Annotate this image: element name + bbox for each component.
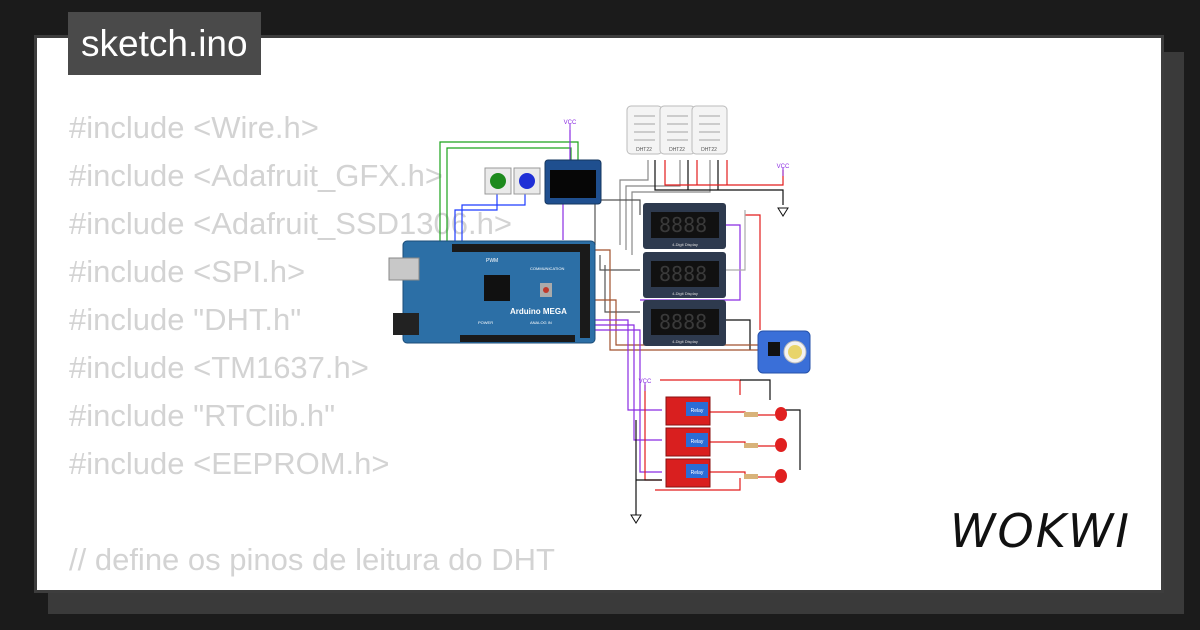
seven-segment-display: 8888 4-Digit Display [643, 203, 726, 249]
svg-text:DHT22: DHT22 [701, 147, 717, 153]
vcc-symbol: VCC [777, 164, 790, 176]
led-red [775, 438, 787, 452]
seven-segment-display: 8888 4-Digit Display [643, 252, 726, 298]
led-red [775, 469, 787, 483]
code-listing: #include <Wire.h> #include <Adafruit_GFX… [69, 104, 555, 590]
svg-text:8888: 8888 [659, 262, 707, 286]
dht22-sensor: DHT22 [626, 105, 663, 155]
dht22-sensor: DHT22 [659, 105, 696, 155]
resistor [744, 443, 758, 448]
code-line: #include "DHT.h" [69, 302, 302, 337]
svg-text:WOKWI: WOKWI [950, 504, 1131, 558]
svg-text:PWM: PWM [486, 258, 498, 264]
dht22-sensor: DHT22 [691, 105, 728, 155]
vcc-symbol: VCC [639, 379, 652, 391]
code-line: #include <Wire.h> [69, 110, 319, 145]
code-line: #include <SPI.h> [69, 254, 306, 289]
preview-card: #include <Wire.h> #include <Adafruit_GFX… [34, 35, 1164, 593]
svg-text:Relay: Relay [691, 408, 704, 414]
vcc-symbol: VCC [564, 120, 577, 132]
file-name-tag: sketch.ino [68, 12, 261, 75]
svg-text:DHT22: DHT22 [636, 147, 652, 153]
ground-symbol [777, 207, 789, 217]
resistor [744, 474, 758, 479]
push-button-blue [513, 167, 541, 195]
rtc-module [757, 330, 811, 374]
code-line: // define os pinos de leitura do DHT [69, 542, 555, 577]
oled-display [544, 159, 602, 205]
svg-text:8888: 8888 [659, 213, 707, 237]
svg-text:ANALOG IN: ANALOG IN [530, 320, 552, 325]
svg-text:4-Digit Display: 4-Digit Display [672, 291, 698, 296]
push-button-green [484, 167, 512, 195]
code-line: #include <TM1637.h> [69, 350, 369, 385]
svg-text:POWER: POWER [478, 320, 493, 325]
svg-text:DHT22: DHT22 [669, 147, 685, 153]
wokwi-logo: WOKWI [950, 504, 1131, 558]
code-line: #include <Adafruit_GFX.h> [69, 158, 443, 193]
relay-module: Relay [665, 396, 711, 426]
relay-module: Relay [665, 458, 711, 488]
relay-module: Relay [665, 427, 711, 457]
arduino-mega-board: PWM COMMUNICATION Arduino MEGA POWER ANA… [388, 240, 596, 344]
code-line: #include <Adafruit_SSD1306.h> [69, 206, 512, 241]
resistor [744, 412, 758, 417]
svg-text:Relay: Relay [691, 439, 704, 445]
svg-text:COMMUNICATION: COMMUNICATION [530, 266, 564, 271]
svg-text:4-Digit Display: 4-Digit Display [672, 339, 698, 344]
svg-text:Arduino MEGA: Arduino MEGA [510, 307, 567, 316]
svg-text:4-Digit Display: 4-Digit Display [672, 242, 698, 247]
wires [439, 130, 801, 515]
svg-text:VCC: VCC [639, 379, 652, 385]
code-line: #include <EEPROM.h> [69, 446, 390, 481]
code-line: #include "RTClib.h" [69, 398, 336, 433]
svg-text:8888: 8888 [659, 310, 707, 334]
ground-symbol [630, 514, 642, 524]
svg-text:VCC: VCC [564, 120, 577, 126]
svg-text:Relay: Relay [691, 470, 704, 476]
led-red [775, 407, 787, 421]
svg-text:VCC: VCC [777, 164, 790, 170]
seven-segment-display: 8888 4-Digit Display [643, 300, 726, 346]
